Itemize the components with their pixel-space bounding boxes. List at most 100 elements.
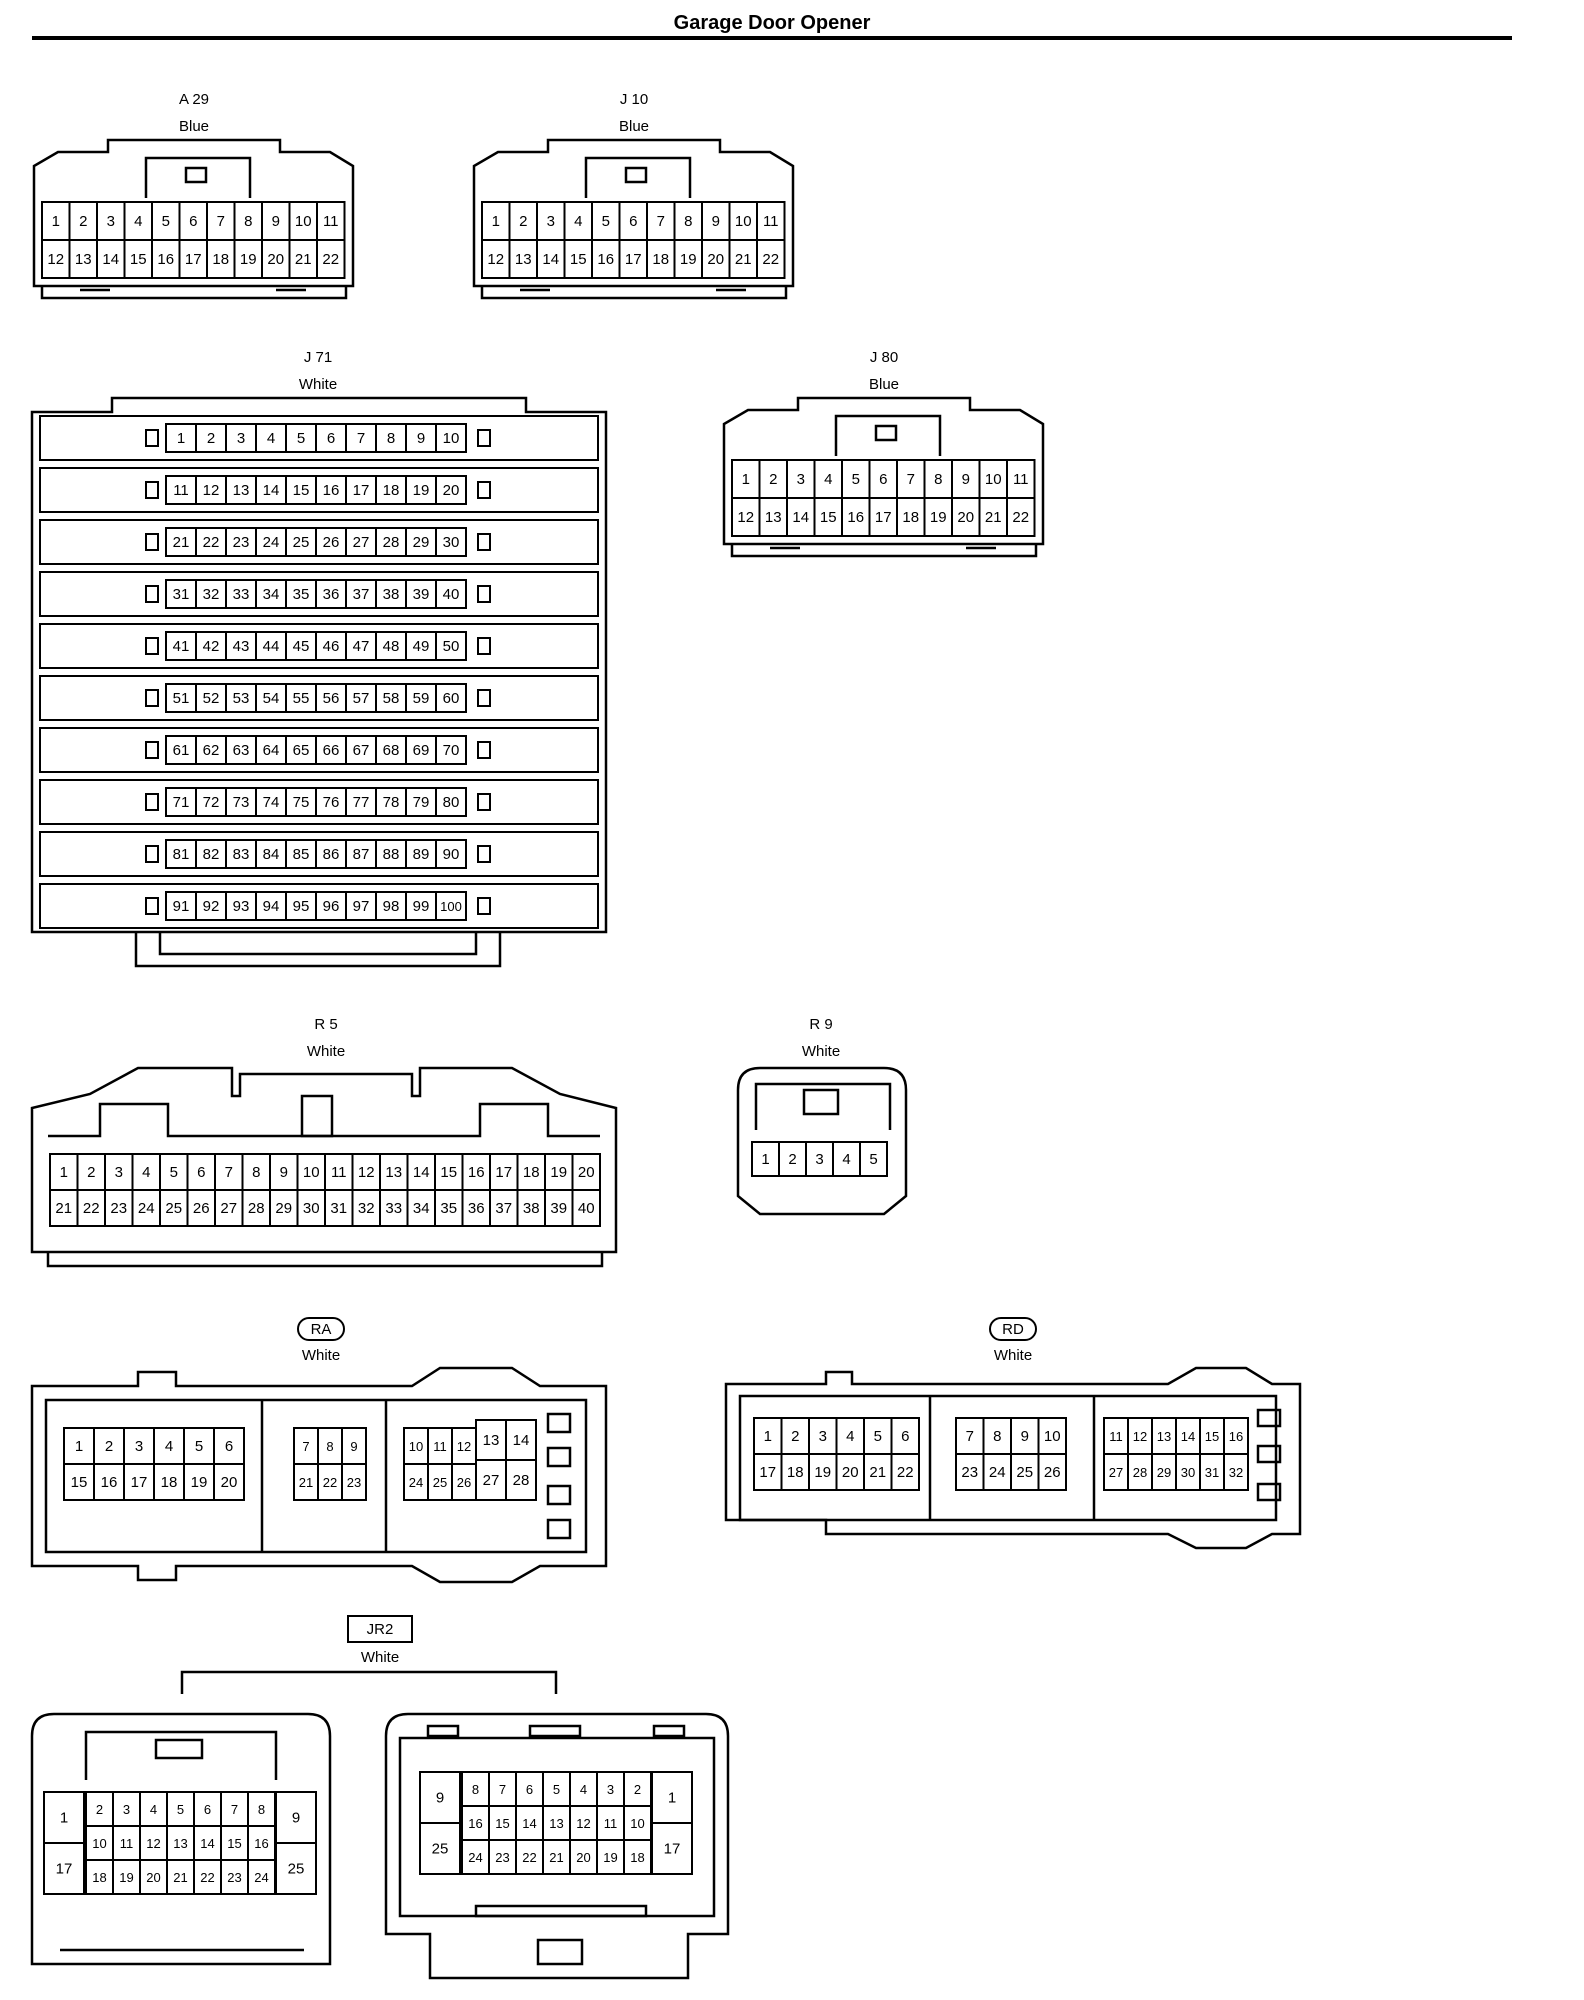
pin-label: 22 bbox=[897, 1464, 914, 1481]
pin-label: 30 bbox=[1181, 1465, 1195, 1480]
pin-label: 10 bbox=[92, 1836, 106, 1851]
pin-label: 10 bbox=[443, 430, 460, 447]
pin-label: 13 bbox=[515, 251, 532, 268]
pin-label: 3 bbox=[797, 471, 805, 488]
rail-latch bbox=[145, 793, 159, 811]
pin-label: 18 bbox=[523, 1164, 540, 1181]
connector-j10-color: Blue bbox=[619, 118, 649, 135]
pin-label: 13 bbox=[173, 1836, 187, 1851]
pin-label: 9 bbox=[272, 213, 280, 230]
pin-label: 10 bbox=[985, 471, 1002, 488]
pin-label: 43 bbox=[233, 638, 250, 655]
pin-label: 8 bbox=[934, 471, 942, 488]
pin-label: 10 bbox=[409, 1439, 423, 1454]
pin-label: 9 bbox=[350, 1439, 357, 1454]
pin-label: 4 bbox=[134, 213, 142, 230]
pin-label: 12 bbox=[47, 251, 64, 268]
pin-label: 18 bbox=[383, 482, 400, 499]
pin-label: 42 bbox=[203, 638, 220, 655]
pin-label: 10 bbox=[1044, 1428, 1061, 1445]
pin-label: 27 bbox=[483, 1472, 500, 1489]
pin-cell bbox=[890, 1453, 920, 1491]
pin-label: 1 bbox=[60, 1164, 68, 1181]
connector-rd-code: RD bbox=[1002, 1321, 1024, 1338]
pin-label: 21 bbox=[985, 509, 1002, 526]
connector-ra-code: RA bbox=[311, 1321, 332, 1338]
pin-label: 16 bbox=[468, 1816, 482, 1831]
connector-a29-color: Blue bbox=[179, 118, 209, 135]
pin-label: 25 bbox=[432, 1841, 449, 1858]
pin-label: 14 bbox=[200, 1836, 214, 1851]
pin-label: 28 bbox=[248, 1200, 265, 1217]
pin-label: 39 bbox=[550, 1200, 567, 1217]
rail-latch bbox=[145, 481, 159, 499]
pin-label: 31 bbox=[173, 586, 190, 603]
pin-cell bbox=[435, 579, 467, 609]
pin-label: 17 bbox=[875, 509, 892, 526]
pin-label: 26 bbox=[193, 1200, 210, 1217]
pin-label: 16 bbox=[847, 509, 864, 526]
pin-label: 12 bbox=[737, 509, 754, 526]
pin-label: 40 bbox=[578, 1200, 595, 1217]
connector-j71-rails bbox=[39, 415, 599, 929]
pin-cell bbox=[1037, 1453, 1067, 1491]
pin-label: 73 bbox=[233, 794, 250, 811]
pin-label: 23 bbox=[227, 1870, 241, 1885]
pin-label: 24 bbox=[468, 1850, 482, 1865]
pin-label: 2 bbox=[207, 430, 215, 447]
pin-label: 13 bbox=[549, 1816, 563, 1831]
pin-label: 5 bbox=[195, 1438, 203, 1455]
pin-label: 72 bbox=[203, 794, 220, 811]
pin-label: 79 bbox=[413, 794, 430, 811]
rail-latch bbox=[477, 637, 491, 655]
pin-label: 15 bbox=[293, 482, 310, 499]
rail-latch bbox=[477, 741, 491, 759]
rail-latch bbox=[145, 533, 159, 551]
pin-label: 4 bbox=[267, 430, 275, 447]
pin-label: 19 bbox=[550, 1164, 567, 1181]
pin-label: 5 bbox=[869, 1151, 877, 1168]
connector-j80-housing bbox=[722, 396, 1045, 558]
pin-label: 23 bbox=[110, 1200, 127, 1217]
pin-label: 57 bbox=[353, 690, 370, 707]
connector-jr2-code: JR2 bbox=[367, 1621, 394, 1638]
pin-label: 21 bbox=[549, 1850, 563, 1865]
pin-label: 13 bbox=[483, 1432, 500, 1449]
pin-label: 9 bbox=[280, 1164, 288, 1181]
pin-label: 4 bbox=[165, 1438, 173, 1455]
pin-label: 21 bbox=[295, 251, 312, 268]
pin-label: 53 bbox=[233, 690, 250, 707]
connector-jr2-bracket bbox=[180, 1670, 558, 1694]
pin-label: 20 bbox=[707, 251, 724, 268]
pin-label: 61 bbox=[173, 742, 190, 759]
pin-label: 7 bbox=[966, 1428, 974, 1445]
pin-label: 8 bbox=[387, 430, 395, 447]
pin-label: 7 bbox=[225, 1164, 233, 1181]
pin-label: 91 bbox=[173, 898, 190, 915]
pin-label: 30 bbox=[443, 534, 460, 551]
pin-label: 18 bbox=[652, 251, 669, 268]
pin-label: 5 bbox=[553, 1782, 560, 1797]
pin-label: 30 bbox=[303, 1200, 320, 1217]
connector-jr2-left-housing bbox=[30, 1712, 332, 1966]
pin-label: 41 bbox=[173, 638, 190, 655]
pin-label: 25 bbox=[293, 534, 310, 551]
pin-label: 13 bbox=[75, 251, 92, 268]
pin-label: 77 bbox=[353, 794, 370, 811]
pin-label: 65 bbox=[293, 742, 310, 759]
pin-label: 26 bbox=[1044, 1464, 1061, 1481]
pin-label: 98 bbox=[383, 898, 400, 915]
connector-j80-color: Blue bbox=[869, 376, 899, 393]
pin-cell bbox=[435, 735, 467, 765]
pin-label: 12 bbox=[457, 1439, 471, 1454]
pin-label: 13 bbox=[385, 1164, 402, 1181]
pin-label: 35 bbox=[440, 1200, 457, 1217]
rail bbox=[39, 571, 599, 617]
pin-cell bbox=[435, 839, 467, 869]
pin-cell bbox=[1223, 1453, 1249, 1491]
pin-label: 21 bbox=[299, 1475, 313, 1490]
pin-label: 1 bbox=[492, 213, 500, 230]
pin-label: 10 bbox=[295, 213, 312, 230]
pin-label: 2 bbox=[519, 213, 527, 230]
